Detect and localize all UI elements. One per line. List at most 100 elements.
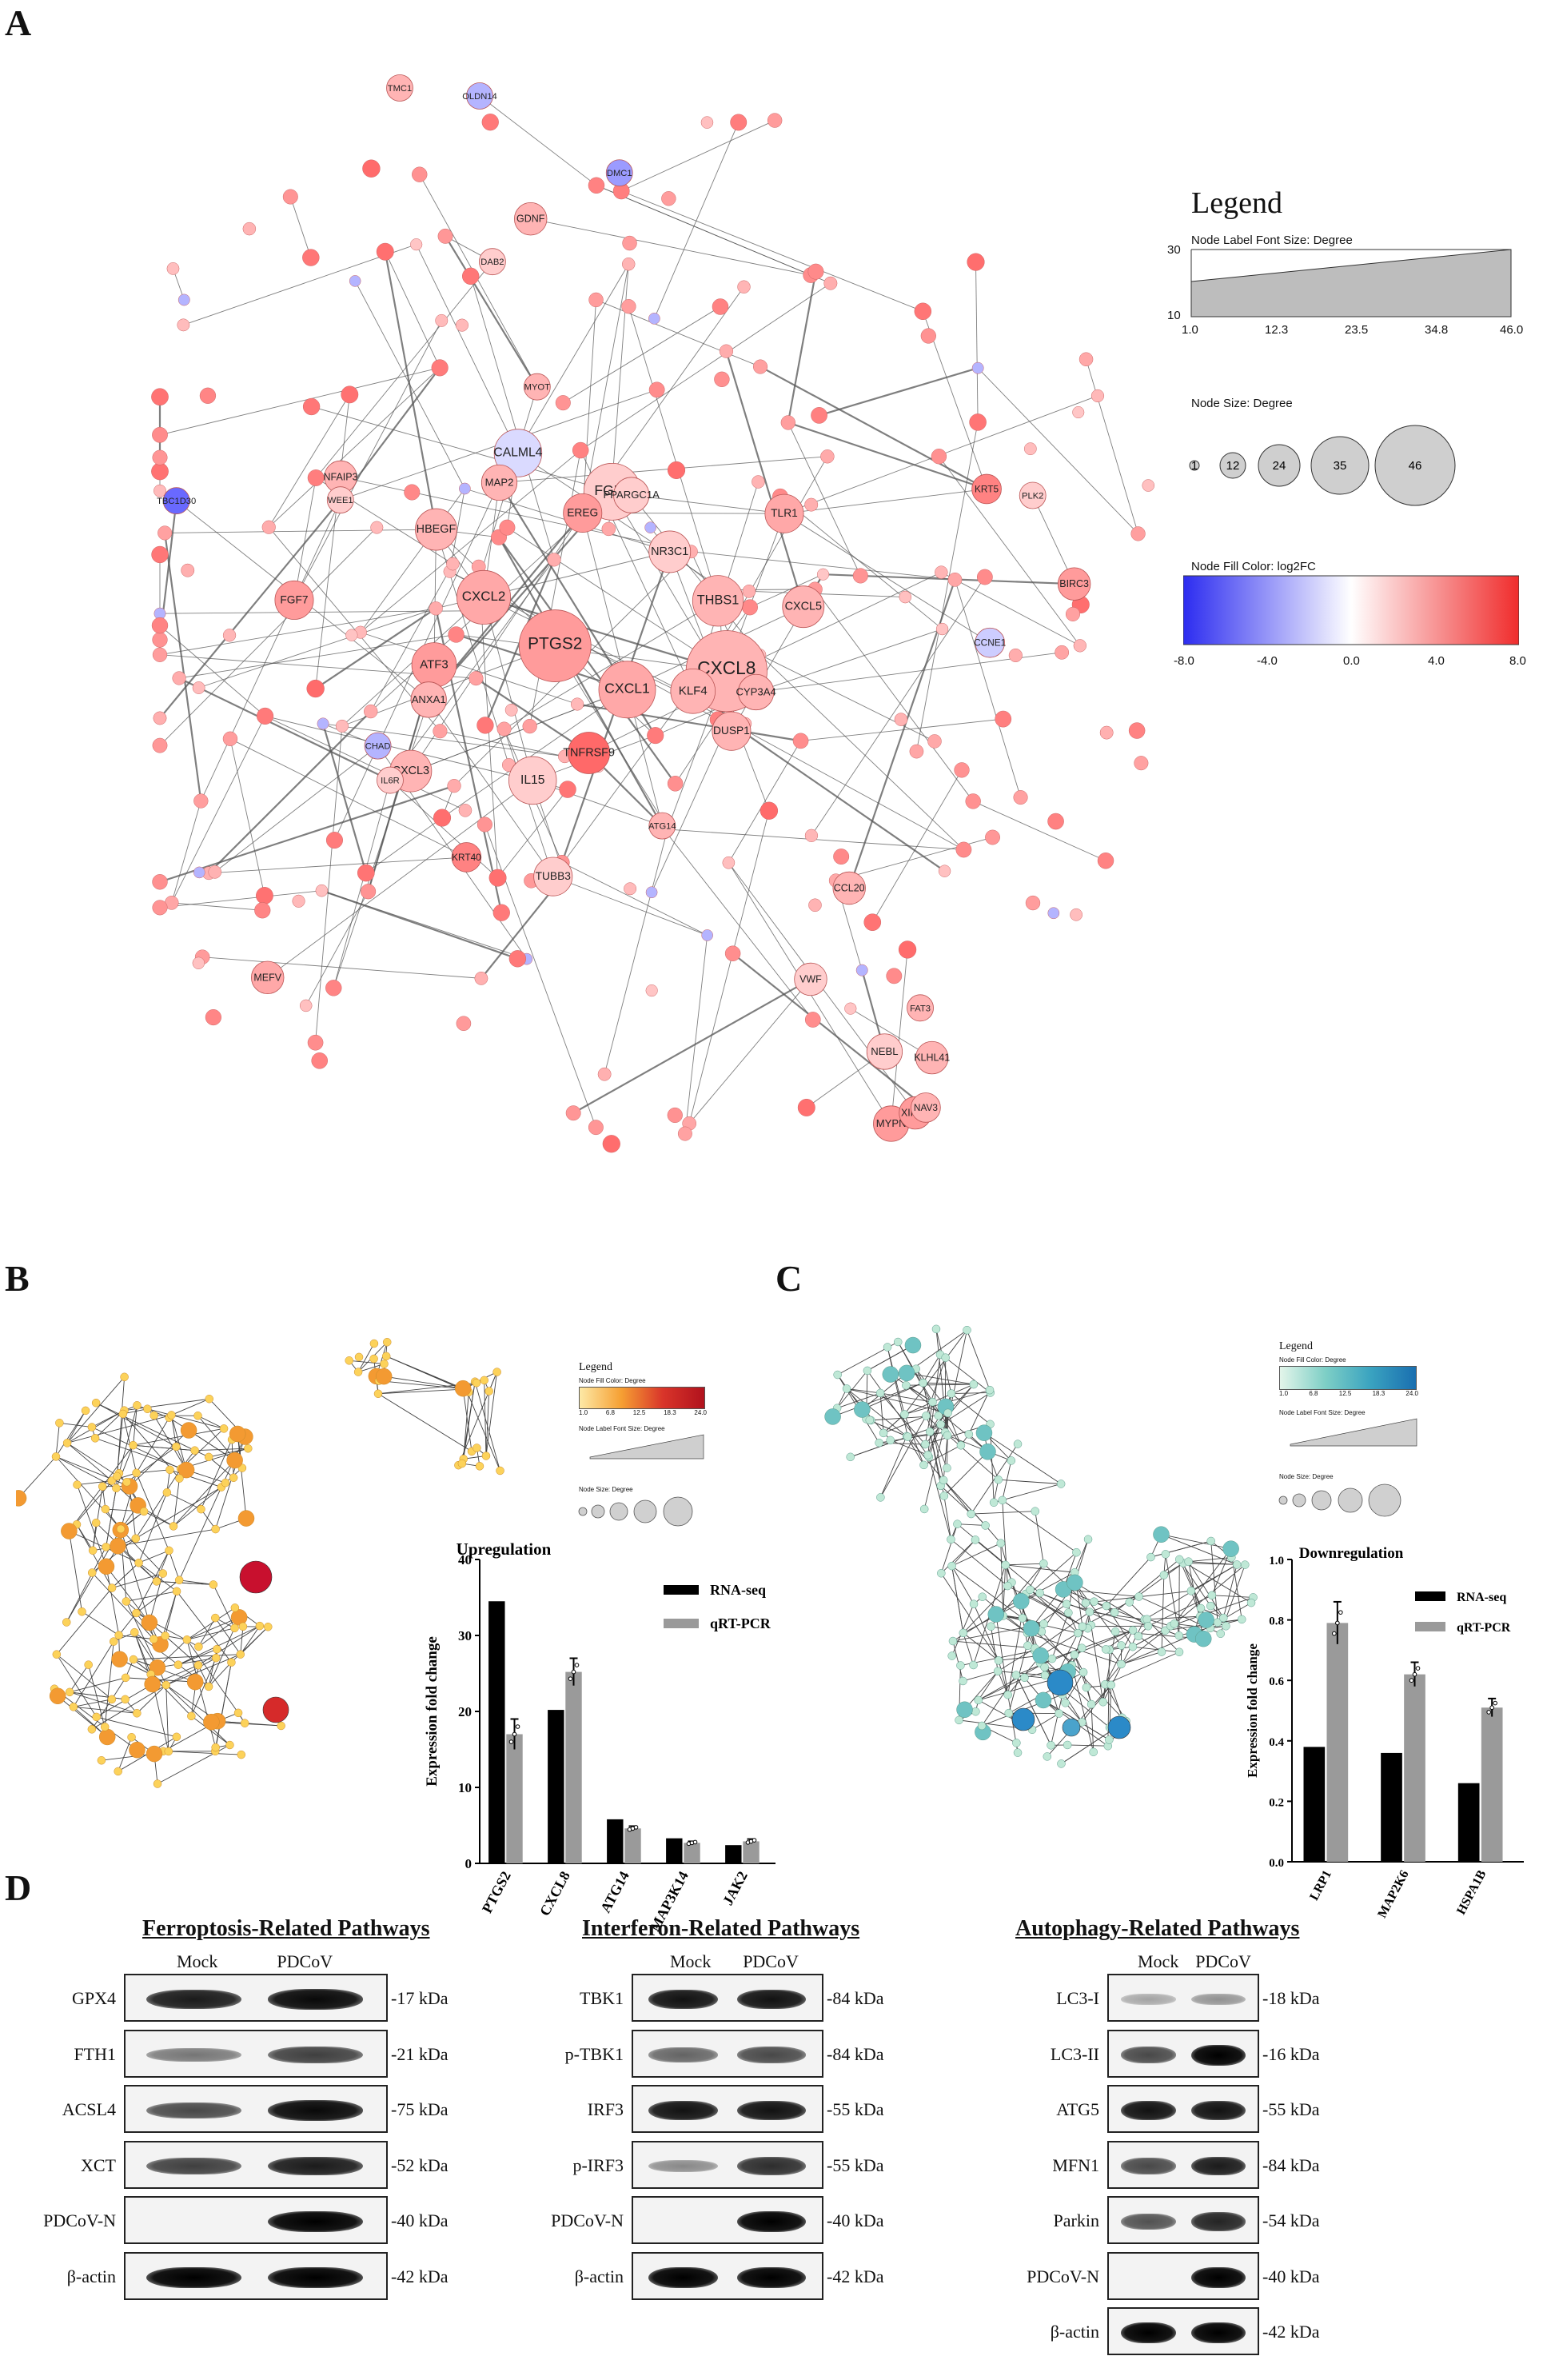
network-node xyxy=(251,960,285,995)
network-edge xyxy=(891,949,908,1124)
tick: 18.3 xyxy=(1372,1390,1386,1397)
network-node xyxy=(457,569,512,625)
network-edge xyxy=(173,1487,222,1527)
network-node xyxy=(893,1337,903,1347)
network-edge xyxy=(135,1468,181,1539)
network-node xyxy=(146,1745,163,1763)
network-node xyxy=(1196,1603,1206,1613)
network-edge xyxy=(1002,1499,1008,1587)
network-edge xyxy=(456,634,727,672)
legend-size-circles-c xyxy=(1278,1484,1401,1517)
network-node xyxy=(230,1603,240,1612)
network-edge xyxy=(240,1626,244,1655)
network-edge xyxy=(951,1539,1008,1587)
network-node xyxy=(480,464,518,501)
network-node-small xyxy=(177,294,190,306)
network-node-small xyxy=(181,563,195,577)
network-node xyxy=(127,1733,136,1742)
network-node xyxy=(971,1535,980,1544)
blot-row-label: FTH1 xyxy=(74,2043,116,2064)
network-edge xyxy=(862,1372,907,1410)
network-node xyxy=(475,1462,484,1471)
network-node-small xyxy=(588,1120,604,1136)
network-edge xyxy=(59,1422,92,1428)
legend-label: qRT-PCR xyxy=(1457,1621,1511,1635)
network-edge xyxy=(378,1380,466,1390)
network-node-small xyxy=(833,849,850,865)
network-node xyxy=(971,473,1002,505)
network-node-small xyxy=(476,717,494,734)
network-edge xyxy=(1190,1591,1201,1617)
network-edge xyxy=(1031,1713,1059,1731)
network-edge xyxy=(871,769,963,923)
network-node-small xyxy=(985,829,1000,845)
network-edge xyxy=(756,629,943,693)
network-node-small xyxy=(199,387,217,404)
network-node xyxy=(1174,1647,1184,1657)
network-node-small xyxy=(152,737,168,753)
blot-kda-label: -84 kDa xyxy=(1262,2154,1320,2175)
network-node xyxy=(1013,1748,1023,1757)
network-edge xyxy=(1074,1539,1089,1573)
network-edge xyxy=(156,1550,169,1582)
bar-qrt-pcr xyxy=(624,1828,641,1863)
network-node xyxy=(240,1719,249,1727)
network-node xyxy=(73,1480,82,1489)
network-edge xyxy=(165,1684,169,1751)
network-node xyxy=(139,1507,149,1516)
network-edge xyxy=(1129,1602,1180,1653)
blot-kda-label: -42 kDa xyxy=(827,2266,884,2286)
network-node xyxy=(947,1561,956,1571)
blot-row-label: MFN1 xyxy=(1052,2154,1099,2175)
network-node xyxy=(162,487,190,515)
network-node xyxy=(943,1408,952,1418)
network-node xyxy=(354,1352,364,1362)
network-edge xyxy=(305,891,369,1006)
tick: 18.3 xyxy=(664,1409,676,1416)
network-edge xyxy=(903,1329,967,1415)
panel-label-c: C xyxy=(775,1258,803,1299)
legend-font-x-4: 34.8 xyxy=(1425,323,1449,337)
network-node-small xyxy=(955,841,972,858)
network-node-label: FGF7 xyxy=(280,593,308,605)
network-node xyxy=(1134,1592,1143,1601)
blot-kda-label: -16 kDa xyxy=(1262,2043,1320,2064)
network-node-small xyxy=(931,449,947,465)
network-node-small xyxy=(792,733,809,749)
network-edge xyxy=(106,1488,117,1547)
network-node xyxy=(1057,1759,1066,1768)
network-edge xyxy=(928,1424,942,1458)
network-edge xyxy=(360,632,578,705)
network-node xyxy=(227,1658,236,1667)
network-node xyxy=(496,1466,504,1476)
network-node-small xyxy=(724,945,741,962)
network-node-small xyxy=(719,344,734,358)
network-node-small xyxy=(730,114,748,131)
network-edge xyxy=(939,456,1081,646)
network-edge xyxy=(322,723,367,873)
network-edge xyxy=(811,577,986,837)
bar-rna-seq xyxy=(488,1601,505,1863)
network-node xyxy=(883,1343,892,1352)
band-pdcov xyxy=(736,2047,806,2063)
network-node-label: DMC1 xyxy=(607,169,632,178)
bar-rna-seq xyxy=(1381,1752,1402,1862)
network-node-small xyxy=(648,312,660,325)
network-node-small xyxy=(588,177,605,194)
network-node xyxy=(61,1523,78,1539)
network-edge xyxy=(370,563,453,712)
network-edge xyxy=(164,533,202,801)
legend-font-x-3: 23.5 xyxy=(1345,323,1369,337)
network-edge xyxy=(179,634,457,679)
network-node-small xyxy=(1072,406,1085,419)
blot-strip xyxy=(124,2251,388,2300)
blot-kda-label: -55 kDa xyxy=(1262,2099,1320,2119)
network-edge xyxy=(507,527,728,672)
band-pdcov xyxy=(268,2266,363,2288)
network-node xyxy=(1012,1739,1021,1747)
network-node xyxy=(152,1577,161,1586)
network-edge xyxy=(1081,1684,1112,1723)
network-node-small xyxy=(644,521,656,533)
blot-strip xyxy=(632,2251,823,2300)
